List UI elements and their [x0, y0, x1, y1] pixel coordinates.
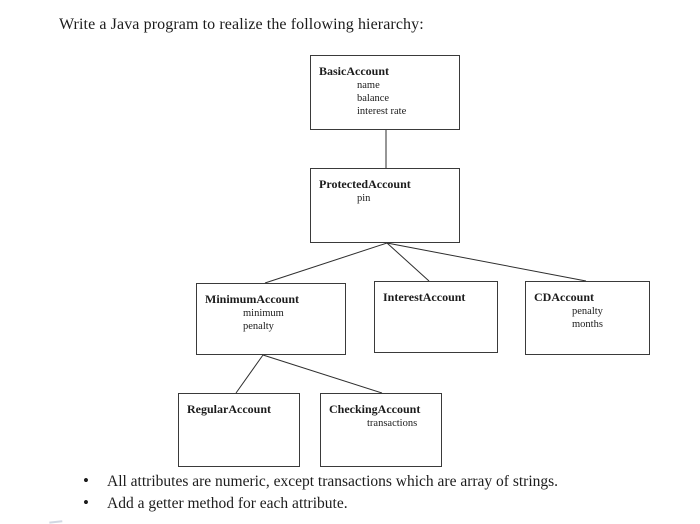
class-box-checking-account: CheckingAccount transactions: [320, 393, 442, 467]
class-attribute: minimum: [243, 308, 284, 319]
class-box-interest-account: InterestAccount: [374, 281, 498, 353]
class-title: CheckingAccount: [329, 402, 421, 416]
connector-line: [235, 354, 264, 394]
class-title: CDAccount: [534, 290, 594, 304]
class-attribute: pin: [357, 193, 371, 204]
class-attribute: interest rate: [357, 106, 407, 117]
class-attribute: months: [572, 319, 603, 330]
class-title: MinimumAccount: [205, 292, 299, 306]
class-attribute: transactions: [367, 418, 418, 429]
class-title: ProtectedAccount: [319, 177, 411, 191]
class-box-cd-account: CDAccount penalty months: [525, 281, 650, 355]
note-item: Add a getter method for each attribute.: [82, 492, 682, 515]
class-box-protected-account: ProtectedAccount pin: [310, 168, 460, 243]
class-box-regular-account: RegularAccount: [178, 393, 300, 467]
connector-line: [386, 242, 430, 282]
class-box-minimum-account: MinimumAccount minimum penalty: [196, 283, 346, 355]
stray-pen-mark: [48, 514, 63, 524]
instruction-text: Write a Java program to realize the foll…: [59, 16, 424, 33]
note-item: All attributes are numeric, except trans…: [82, 470, 682, 493]
class-title: RegularAccount: [187, 402, 271, 416]
class-title: InterestAccount: [383, 290, 466, 304]
notes-list: All attributes are numeric, except trans…: [82, 470, 682, 515]
connector-line: [386, 242, 587, 282]
class-attribute: penalty: [572, 306, 603, 317]
class-title: BasicAccount: [319, 64, 389, 78]
connector-line: [262, 354, 383, 394]
class-attribute: balance: [357, 93, 390, 104]
class-attribute: penalty: [243, 321, 274, 332]
class-attribute: name: [357, 80, 380, 91]
class-box-basic-account: BasicAccount name balance interest rate: [310, 55, 460, 130]
connector-line: [264, 242, 388, 284]
